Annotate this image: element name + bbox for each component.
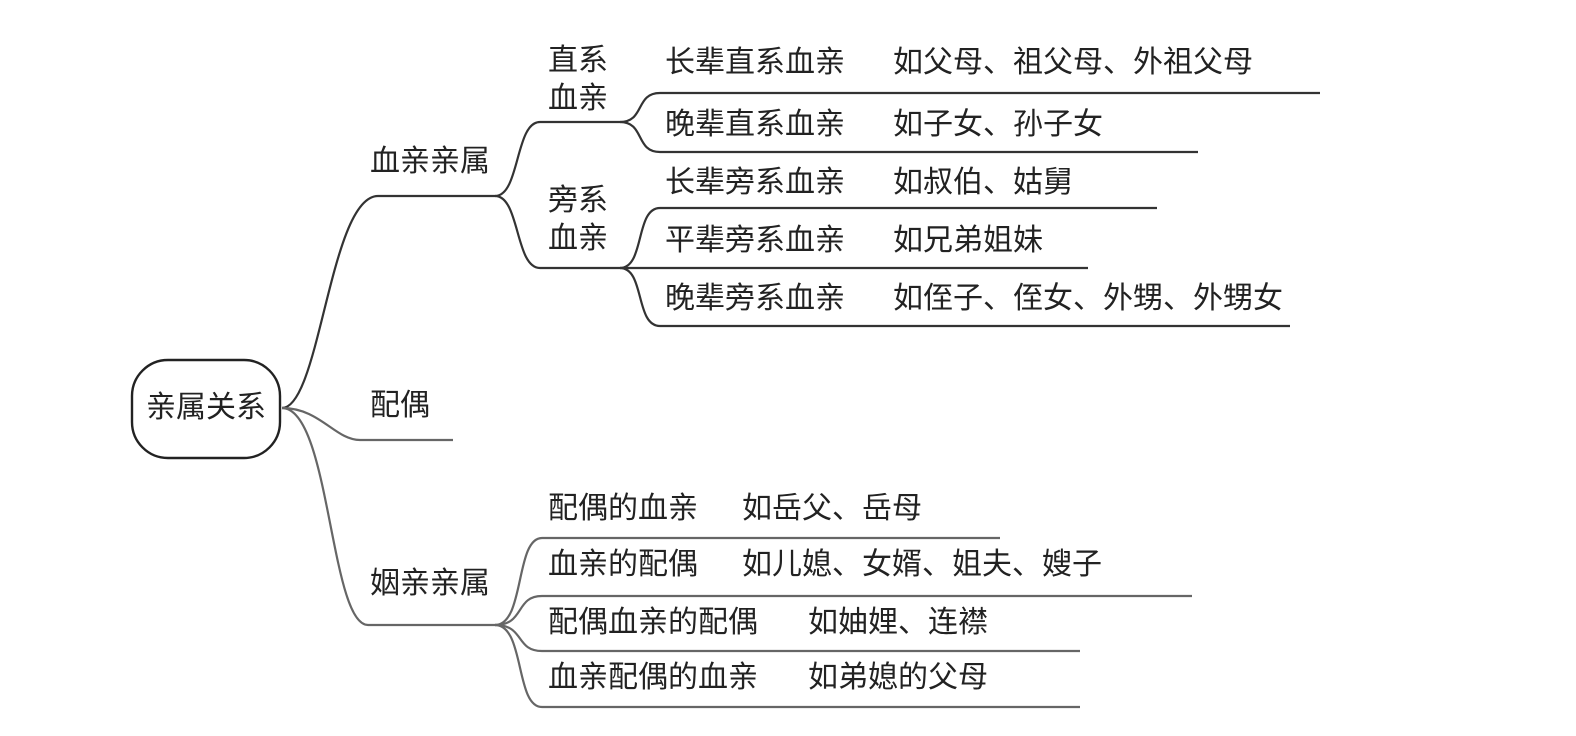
connector-collateral-elder bbox=[619, 206, 1157, 270]
collateral-item-example: 如叔伯、姑舅 bbox=[893, 165, 1073, 200]
connector-lineal bbox=[494, 120, 620, 198]
lineal-label-line1: 直系 bbox=[548, 43, 608, 78]
connector-affinity-1 bbox=[494, 536, 1000, 627]
affinity-item-example: 如儿媳、女婿、姐夫、嫂子 bbox=[742, 547, 1102, 582]
collateral-item-label: 平辈旁系血亲 bbox=[665, 223, 845, 258]
connector-affinity-2 bbox=[494, 594, 1192, 627]
affinity-item-label: 血亲配偶的血亲 bbox=[548, 660, 758, 695]
collateral-label-line1: 旁系 bbox=[548, 183, 608, 218]
collateral-item-label: 晚辈旁系血亲 bbox=[665, 281, 845, 316]
root-node-border bbox=[130, 358, 282, 460]
root-label: 亲属关系 bbox=[146, 390, 266, 425]
branch-spouse-label: 配偶 bbox=[370, 388, 430, 423]
affinity-item-example: 如岳父、岳母 bbox=[742, 491, 922, 526]
connector-affinity bbox=[281, 406, 495, 627]
connector-collateral bbox=[494, 194, 620, 270]
collateral-label-line2: 血亲 bbox=[548, 221, 608, 256]
affinity-item-example: 如妯娌、连襟 bbox=[808, 605, 988, 640]
lineal-item-label: 长辈直系血亲 bbox=[665, 45, 845, 80]
lineal-item-label: 晚辈直系血亲 bbox=[665, 107, 845, 142]
connector-lineal-elder bbox=[619, 91, 1320, 124]
lineal-item-example: 如子女、孙子女 bbox=[893, 107, 1103, 142]
connector-affinity-4 bbox=[494, 623, 1080, 709]
connector-blood bbox=[281, 194, 495, 410]
connector-spouse bbox=[281, 406, 453, 442]
branch-blood-label: 血亲亲属 bbox=[370, 144, 490, 179]
affinity-item-example: 如弟媳的父母 bbox=[808, 660, 988, 695]
affinity-item-label: 血亲的配偶 bbox=[548, 547, 698, 582]
lineal-label-line2: 血亲 bbox=[548, 81, 608, 116]
lineal-item-example: 如父母、祖父母、外祖父母 bbox=[893, 45, 1253, 80]
branch-affinity-label: 姻亲亲属 bbox=[370, 566, 490, 601]
affinity-item-label: 配偶的血亲 bbox=[548, 491, 698, 526]
affinity-item-label: 配偶血亲的配偶 bbox=[548, 605, 758, 640]
root-node: 亲属关系 bbox=[130, 358, 282, 460]
connector-lineal-junior bbox=[619, 120, 1198, 154]
collateral-item-label: 长辈旁系血亲 bbox=[665, 165, 845, 200]
collateral-item-example: 如兄弟姐妹 bbox=[893, 223, 1043, 258]
collateral-item-example: 如侄子、侄女、外甥、外甥女 bbox=[893, 281, 1283, 316]
connector-collateral-junior bbox=[619, 266, 1290, 328]
connector-affinity-3 bbox=[494, 623, 1080, 653]
